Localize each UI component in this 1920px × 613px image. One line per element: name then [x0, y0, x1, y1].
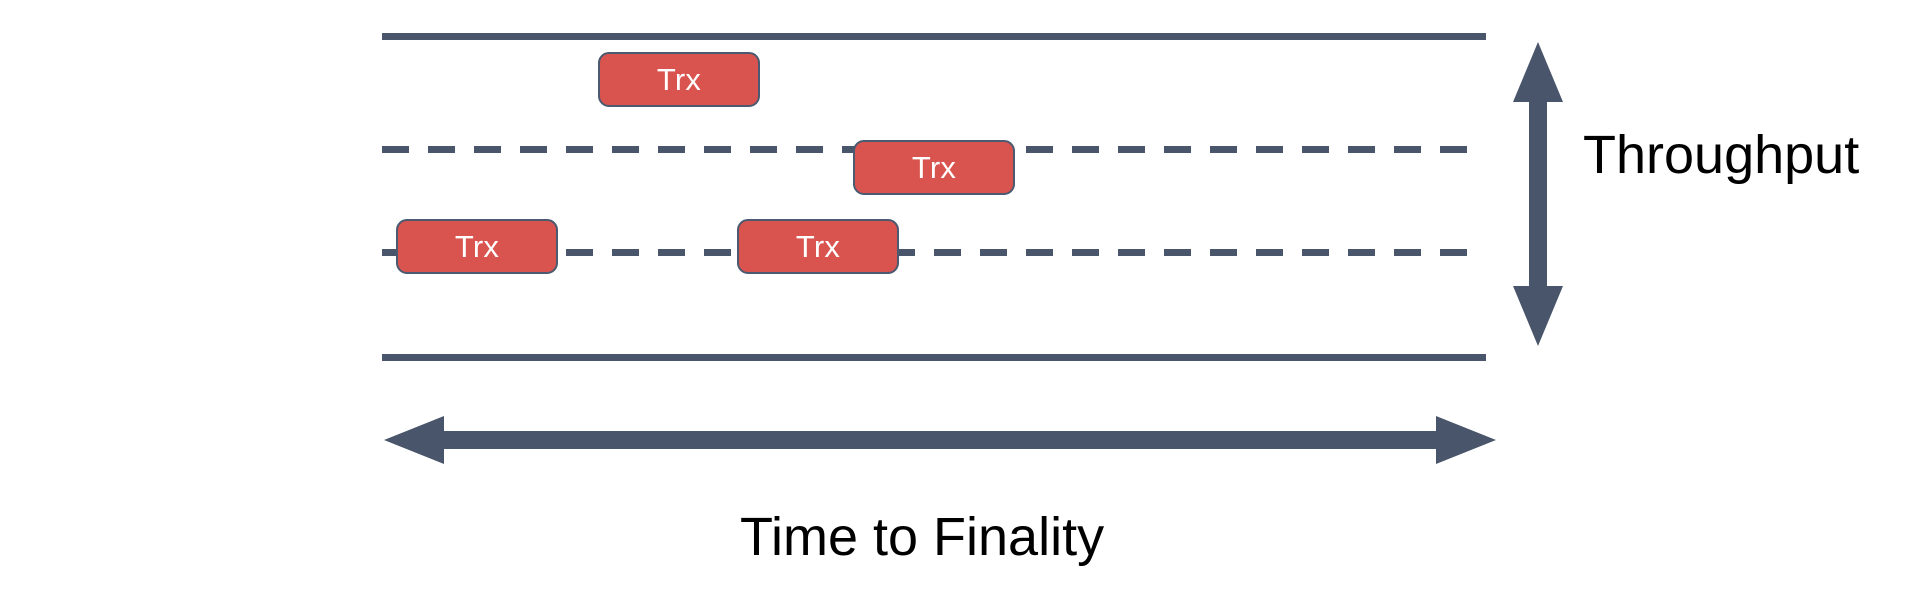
- lane-boundary-bottom-solid: [382, 354, 1486, 361]
- double-arrow-horizontal-icon: [382, 414, 1498, 466]
- transaction-block[interactable]: Trx: [598, 52, 760, 107]
- transaction-block[interactable]: Trx: [396, 219, 558, 274]
- lane-boundary-top-solid: [382, 33, 1486, 40]
- transaction-block[interactable]: Trx: [737, 219, 899, 274]
- axis-label-time-to-finality: Time to Finality: [740, 507, 1105, 567]
- transaction-block[interactable]: Trx: [853, 140, 1015, 195]
- axis-label-throughput: Throughput: [1583, 125, 1860, 185]
- lane-boundary-dashed-lower: [382, 249, 1486, 256]
- double-arrow-vertical-icon: [1505, 40, 1571, 348]
